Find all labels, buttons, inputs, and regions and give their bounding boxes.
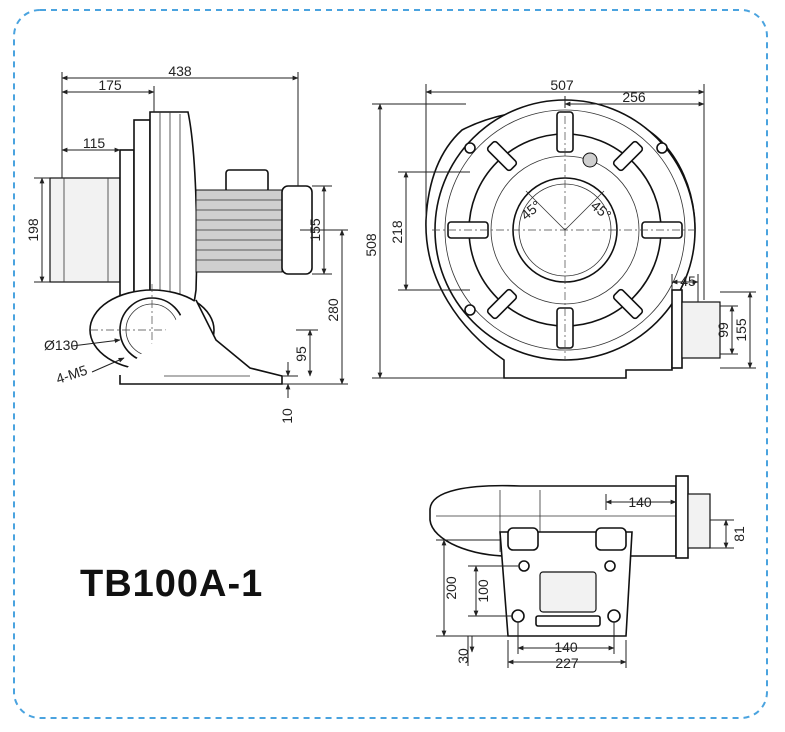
dim-bottom-depth: 200: [443, 576, 459, 600]
dim-overall-length: 438: [168, 63, 192, 79]
bottom-view: 140 81 200 100 30 140 227: [429, 475, 747, 671]
bottom-stand-window: [539, 571, 597, 613]
dim-axis-height: 280: [325, 298, 341, 322]
dim-bottom-foot-spacing: 100: [475, 579, 491, 603]
dim-bottom-outlet-size: 81: [731, 526, 747, 542]
dim-inlet-height: 198: [25, 218, 41, 242]
label-bolt-holes: 4-M5: [54, 362, 89, 387]
label-outlet-diameter: Ø130: [44, 337, 78, 353]
bottom-outlet-duct: [687, 493, 711, 549]
front-view: 45° 45° 507 256 508 218 45 99 155: [363, 77, 756, 379]
dim-flange-depth: 115: [83, 135, 106, 151]
dim-bottom-hole-spacing: 140: [554, 639, 578, 655]
dim-outlet-outer: 155: [733, 318, 749, 342]
dashed-frame: [13, 9, 768, 719]
dim-motor-height: 155: [307, 218, 323, 242]
dim-base-thickness: 10: [279, 408, 295, 424]
front-outlet-flange: [671, 289, 683, 369]
dim-half-width: 256: [622, 89, 646, 105]
dim-bottom-hole-offset: 30: [455, 648, 471, 664]
front-outlet-duct: [681, 301, 721, 359]
side-inlet-cylinder: [49, 177, 121, 283]
dim-bottom-base-width: 227: [555, 655, 579, 671]
dim-overall-width: 507: [550, 77, 574, 93]
side-motor-junction-box: [225, 169, 269, 193]
bottom-outlet-flange: [675, 475, 689, 559]
dim-bottom-outlet-length: 140: [628, 494, 652, 510]
model-name: TB100A-1: [80, 563, 263, 605]
side-flange: [119, 149, 135, 311]
dim-front-inlet-height: 218: [389, 220, 405, 244]
dim-foot-height: 95: [293, 346, 309, 362]
side-view: 438 175 115 198 155 280 95 10 Ø130 4-M5: [25, 63, 348, 424]
dim-overall-height: 508: [363, 233, 379, 257]
dim-outlet-offset: 45: [680, 273, 696, 289]
dim-inlet-to-axis: 175: [98, 77, 122, 93]
front-cable-gland: [582, 152, 598, 168]
dim-outlet-inner: 99: [715, 322, 731, 338]
side-motor-body: [195, 189, 283, 273]
